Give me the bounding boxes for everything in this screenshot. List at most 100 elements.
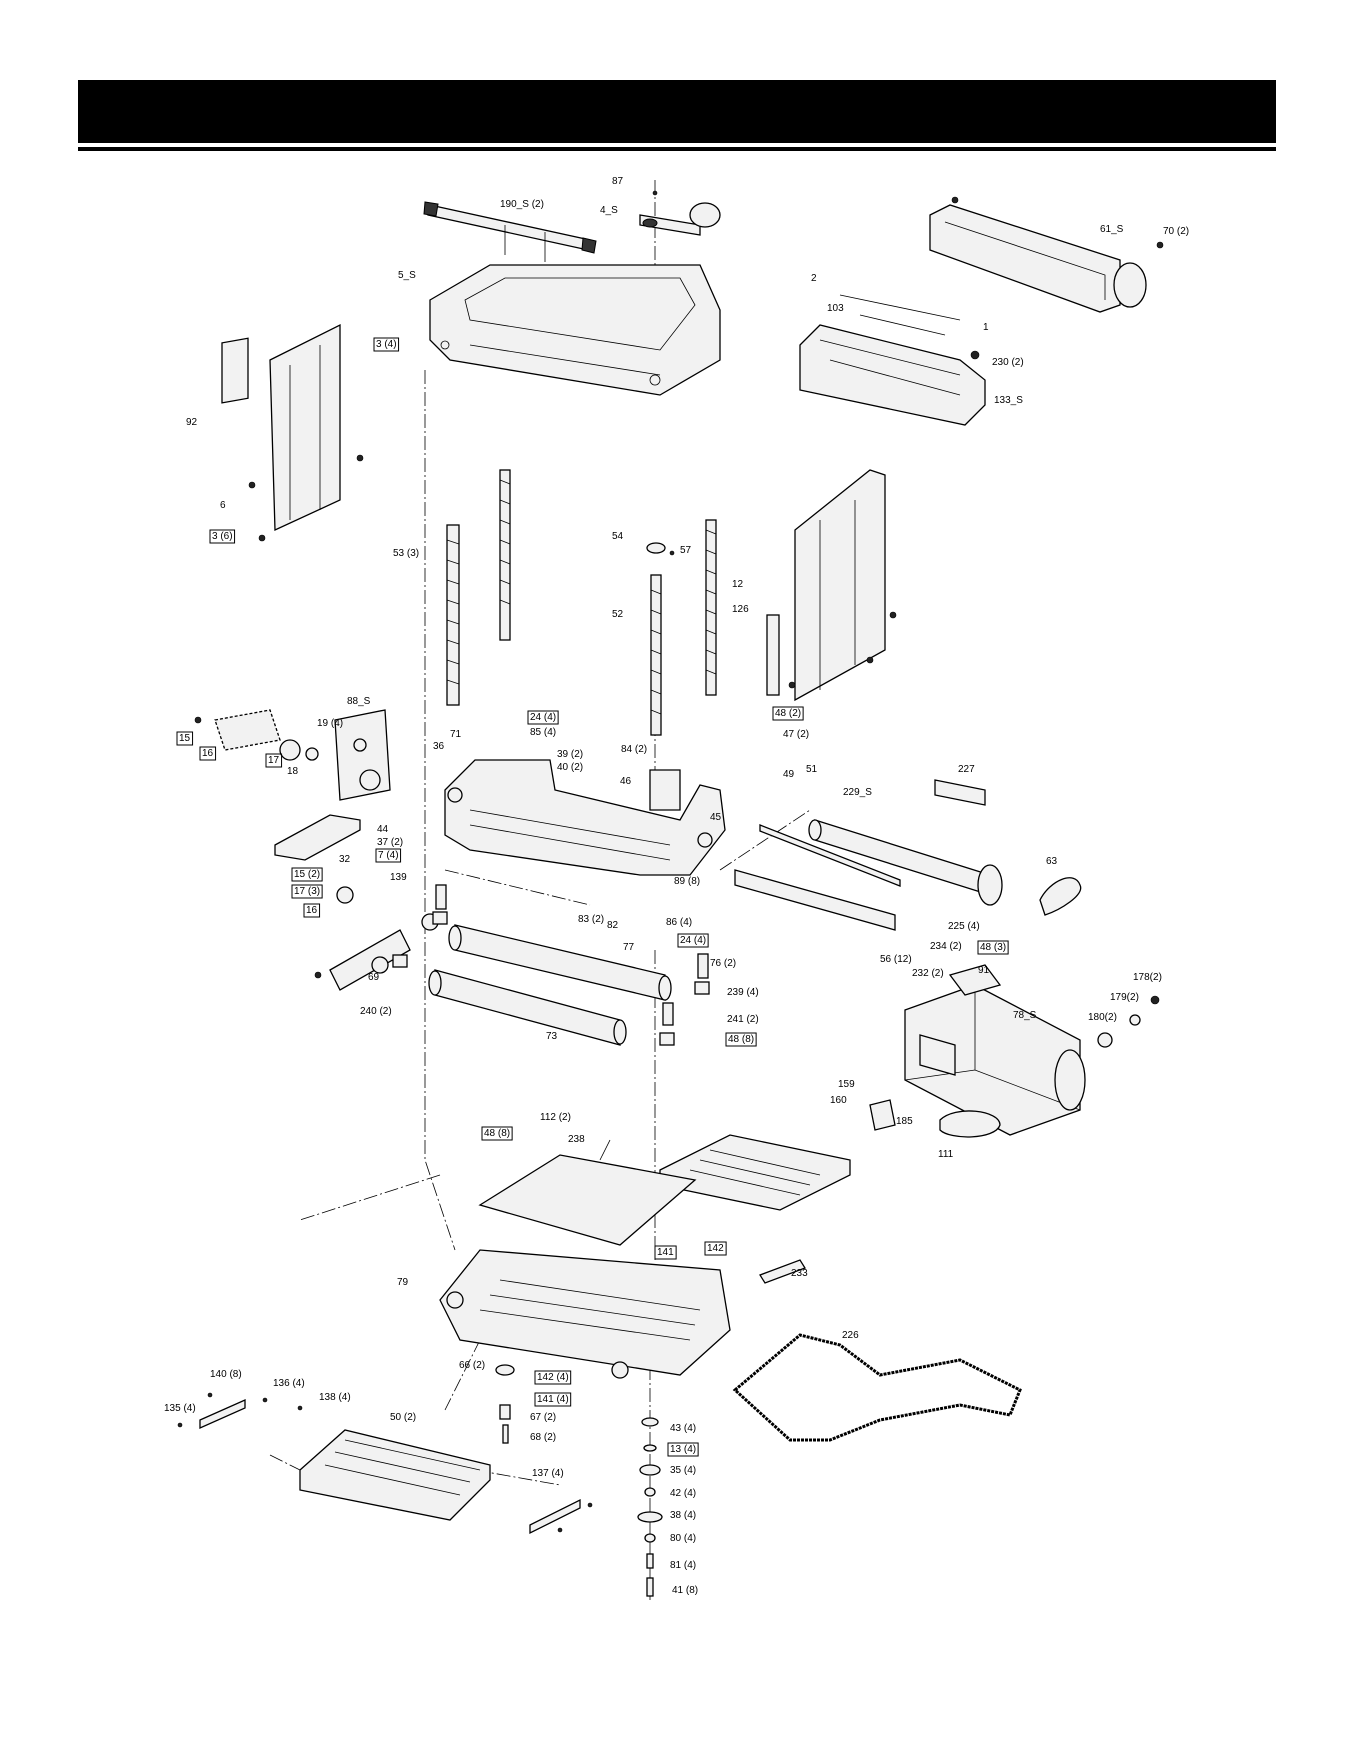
part-label-l48b: 48 (3) — [980, 942, 1006, 953]
part-label-l141b: 141 (4) — [537, 1394, 569, 1405]
part-label-l15a: 15 — [179, 733, 191, 744]
part-label-l48d: 48 (8) — [484, 1128, 510, 1139]
header-bar — [78, 80, 1276, 143]
knife-234 — [759, 824, 901, 887]
part-label-l2: 2 — [811, 273, 817, 284]
cutter-head-229s — [808, 819, 1003, 906]
part-label-box-l15a — [176, 731, 194, 746]
part-label-l78s: 78_S — [1013, 1010, 1037, 1021]
part-label-box-l142b — [534, 1370, 572, 1385]
bar-137-right — [529, 1498, 593, 1535]
part-label-l138: 138 (4) — [319, 1392, 351, 1403]
part-label-l36: 36 — [433, 741, 445, 752]
part-label-box-l17a — [265, 753, 283, 768]
tray-32 — [274, 814, 361, 861]
part-label-l53: 53 (3) — [393, 548, 419, 559]
part-label-box-l48a — [772, 706, 804, 721]
part-label-l68: 68 (2) — [530, 1432, 556, 1443]
part-label-box-l24a — [527, 710, 559, 725]
part-label-l17b: 17 (3) — [294, 886, 320, 897]
springs-blocks — [392, 884, 710, 1046]
motor-78s — [869, 964, 1160, 1138]
part-label-l77: 77 — [623, 942, 635, 953]
part-label-box-l48d — [481, 1126, 513, 1141]
part-label-l76: 76 (2) — [710, 958, 736, 969]
part-label-l66: 66 (2) — [459, 1360, 485, 1371]
part-label-box-l15b — [291, 867, 323, 882]
part-label-l63: 63 — [1046, 856, 1058, 867]
part-label-l89: 89 (8) — [674, 876, 700, 887]
part-label-l180: 180(2) — [1088, 1012, 1117, 1023]
part-label-l39: 39 (2) — [557, 749, 583, 760]
part-label-l57: 57 — [680, 545, 692, 556]
part-label-l15b: 15 (2) — [294, 869, 320, 880]
part-label-l43: 43 (4) — [670, 1423, 696, 1434]
part-label-box-l3a — [373, 337, 400, 352]
part-label-l84: 84 (2) — [621, 744, 647, 755]
part-label-l56: 56 (12) — [880, 954, 912, 965]
gearbox-plate-88s — [334, 709, 391, 801]
foot-stack — [495, 1364, 663, 1597]
part-label-l179: 179(2) — [1110, 992, 1139, 1003]
part-label-l49: 49 — [783, 769, 795, 780]
part-label-l73: 73 — [546, 1031, 558, 1042]
part-label-l5s: 5_S — [398, 270, 416, 281]
part-label-l126: 126 — [732, 604, 749, 615]
outfeed-table-right — [599, 1134, 851, 1284]
part-label-l19: 19 (4) — [317, 718, 343, 729]
feed-roller-77 — [448, 924, 672, 1001]
part-label-l238: 238 — [568, 1134, 585, 1145]
part-label-box-l142a — [704, 1241, 727, 1256]
part-label-box-l141a — [654, 1245, 677, 1260]
part-label-l44: 44 — [377, 824, 389, 835]
part-label-l4s: 4_S — [600, 205, 618, 216]
part-label-box-l16b — [303, 903, 321, 918]
header-rule — [78, 147, 1276, 151]
part-label-l139: 139 — [390, 872, 407, 883]
part-label-l51: 51 — [806, 764, 818, 775]
part-label-l185: 185 — [896, 1116, 913, 1127]
part-label-l17a: 17 — [268, 755, 280, 766]
handle-bar-190s — [423, 201, 597, 262]
part-label-box-l24b — [677, 933, 709, 948]
part-label-l190: 190_S (2) — [500, 199, 544, 210]
part-label-l42: 42 (4) — [670, 1488, 696, 1499]
part-label-l80: 80 (4) — [670, 1533, 696, 1544]
part-label-l3b: 3 (6) — [212, 531, 233, 542]
side-panel-12 — [766, 469, 897, 702]
part-label-l16b: 16 — [306, 905, 318, 916]
part-label-l50: 50 (2) — [390, 1412, 416, 1423]
part-label-l140: 140 (8) — [210, 1369, 242, 1380]
part-label-l137: 137 (4) — [532, 1468, 564, 1479]
part-label-l48c: 48 (8) — [728, 1034, 754, 1045]
part-label-l45: 45 — [710, 812, 722, 823]
part-label-l38: 38 (4) — [670, 1510, 696, 1521]
part-label-l24a: 24 (4) — [530, 712, 556, 723]
part-label-l3a: 3 (4) — [376, 339, 397, 350]
part-label-l54: 54 — [612, 531, 624, 542]
part-label-l112: 112 (2) — [540, 1112, 571, 1123]
part-label-l46: 46 — [620, 776, 632, 787]
part-label-l85: 85 (4) — [530, 727, 556, 738]
part-label-l86: 86 (4) — [666, 917, 692, 928]
part-label-l47: 47 (2) — [783, 729, 809, 740]
part-label-l81: 81 (4) — [670, 1560, 696, 1571]
part-label-l230: 230 (2) — [992, 357, 1024, 368]
part-label-box-l48c — [725, 1032, 757, 1047]
chain-drive-upper — [194, 709, 319, 761]
part-label-l71: 71 — [450, 729, 462, 740]
bar-135-left — [177, 1392, 303, 1430]
crank-handle-4s — [639, 190, 721, 236]
infeed-table-left — [299, 1429, 491, 1521]
part-label-l7: 7 (4) — [378, 850, 399, 861]
part-label-l82: 82 — [607, 920, 619, 931]
part-label-l136: 136 (4) — [273, 1378, 305, 1389]
part-label-box-l3b — [209, 529, 236, 544]
part-label-l13: 13 (4) — [670, 1444, 696, 1455]
plate-238 — [478, 1154, 697, 1246]
part-label-l241: 241 (2) — [727, 1014, 759, 1025]
part-label-l67: 67 (2) — [530, 1412, 556, 1423]
knife-232 — [734, 869, 896, 931]
